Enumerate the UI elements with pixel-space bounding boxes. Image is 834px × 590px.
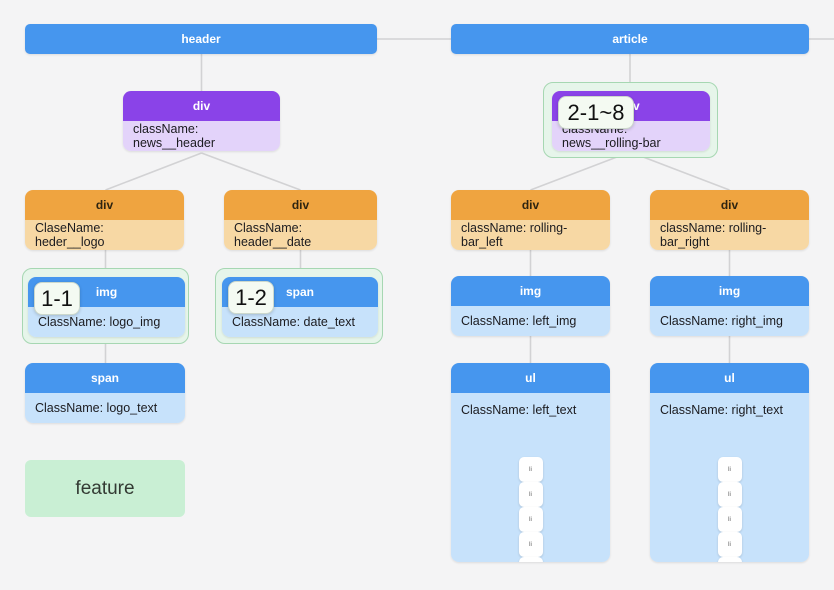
- node-classname: className: rolling-bar_left: [451, 220, 610, 250]
- node-body: ClassName: right_text li li li li li: [650, 393, 809, 562]
- step-badge-1-1[interactable]: 1-1: [34, 282, 80, 315]
- node-left-img[interactable]: img ClassName: left_img: [451, 276, 610, 336]
- node-tag: div: [224, 190, 377, 220]
- node-classname: className: news__header: [123, 121, 280, 151]
- node-article-bar[interactable]: article: [451, 24, 809, 54]
- node-header-bar[interactable]: header: [25, 24, 377, 54]
- node-date-text[interactable]: span ClassName: date_text 1-2: [222, 277, 378, 337]
- node-classname: ClassName: left_img: [451, 306, 610, 336]
- node-logo-text[interactable]: span ClassName: logo_text: [25, 363, 185, 423]
- li-list: li li li li li: [717, 457, 742, 562]
- node-header-label: header: [181, 32, 221, 46]
- node-rolling-bar-left[interactable]: div className: rolling-bar_left: [451, 190, 610, 250]
- connector-line: [105, 152, 202, 191]
- node-classname: ClassName: logo_text: [25, 393, 185, 423]
- feature-legend: feature: [25, 460, 185, 517]
- highlight-rolling-bar: div className: news__rolling-bar 2-1~8: [543, 82, 718, 158]
- li-item[interactable]: li: [518, 557, 543, 562]
- li-item[interactable]: li: [518, 532, 543, 557]
- node-left-text[interactable]: ul ClassName: left_text li li li li li: [451, 363, 610, 562]
- node-classname: ClaseName: heder__logo: [25, 220, 184, 250]
- node-tag: div: [650, 190, 809, 220]
- node-news-rolling-bar[interactable]: div className: news__rolling-bar 2-1~8: [552, 91, 710, 151]
- node-tag: img: [650, 276, 809, 306]
- node-tag: span: [25, 363, 185, 393]
- node-classname: ClassName: logo_img: [28, 307, 185, 337]
- node-tag: ul: [650, 363, 809, 393]
- node-classname: ClassName: left_text: [461, 403, 577, 417]
- li-item[interactable]: li: [518, 482, 543, 507]
- step-badge-2-1-8[interactable]: 2-1~8: [558, 96, 634, 129]
- li-item[interactable]: li: [717, 557, 742, 562]
- feature-label: feature: [75, 477, 135, 499]
- li-item[interactable]: li: [717, 482, 742, 507]
- node-news-header[interactable]: div className: news__header: [123, 91, 280, 151]
- li-item[interactable]: li: [518, 457, 543, 482]
- node-tag: div: [123, 91, 280, 121]
- li-item[interactable]: li: [717, 457, 742, 482]
- node-body: ClassName: left_text li li li li li: [451, 393, 610, 562]
- li-item[interactable]: li: [717, 532, 742, 557]
- node-header-logo[interactable]: div ClaseName: heder__logo: [25, 190, 184, 250]
- node-classname: className: rolling-bar_right: [650, 220, 809, 250]
- node-right-img[interactable]: img ClassName: right_img: [650, 276, 809, 336]
- li-item[interactable]: li: [717, 507, 742, 532]
- highlight-date-text: span ClassName: date_text 1-2: [215, 268, 383, 344]
- node-tag: ul: [451, 363, 610, 393]
- node-tag: div: [25, 190, 184, 220]
- step-badge-1-2[interactable]: 1-2: [228, 281, 274, 314]
- node-classname: ClassName: right_img: [650, 306, 809, 336]
- highlight-logo-img: img ClassName: logo_img 1-1: [22, 268, 189, 344]
- node-logo-img[interactable]: img ClassName: logo_img 1-1: [28, 277, 185, 337]
- node-header-date[interactable]: div ClassName: header__date: [224, 190, 377, 250]
- node-classname: ClassName: right_text: [660, 403, 783, 417]
- li-list: li li li li li: [518, 457, 543, 562]
- node-tag: img: [451, 276, 610, 306]
- node-classname: ClassName: header__date: [224, 220, 377, 250]
- connector-line: [201, 152, 301, 191]
- node-right-text[interactable]: ul ClassName: right_text li li li li li: [650, 363, 809, 562]
- node-tag: div: [451, 190, 610, 220]
- node-classname: ClassName: date_text: [222, 307, 378, 337]
- node-rolling-bar-right[interactable]: div className: rolling-bar_right: [650, 190, 809, 250]
- node-article-label: article: [612, 32, 648, 46]
- li-item[interactable]: li: [518, 507, 543, 532]
